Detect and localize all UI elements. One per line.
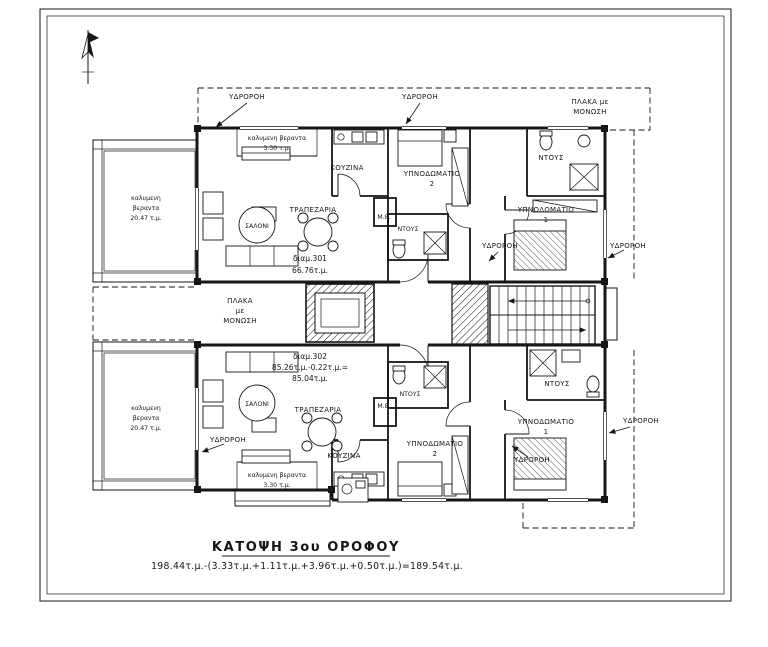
label-veranda-large-bottom-area: 20.47 τ.μ. [130,425,161,432]
label-salon-302: ΣΑΛΟΝΙ [245,401,269,408]
staircase [489,285,596,345]
salon-circles [238,206,276,422]
sheet-title: ΚΑΤΟΨΗ 3ου ΟΡΟΦΟΥ [212,540,400,555]
label-bedroom2-301-no: 2 [430,180,435,188]
label-apt302-calc: 85.26τ.μ.-0.22τ.μ.= [272,363,348,372]
label-salon-301: ΣΑΛΟΝΙ [245,223,269,230]
label-gutter-top-center: ΥΔΡΟΡΟΗ [401,93,438,101]
label-bedroom2-302-no: 2 [433,450,438,458]
label-bedroom2-302: ΥΠΝΟΔΩΜΑΤΙΟ [406,440,464,448]
label-apt301-name: διαμ.301 [293,254,327,263]
label-kitchen-302: ΚΟΥΖΙΝΑ [327,452,360,460]
title-block: ΚΑΤΟΨΗ 3ου ΟΡΟΦΟΥ 198.44τ.μ.-(3.33τ.μ.+1… [151,540,463,572]
label-gutter-right-301: ΥΔΡΟΡΟΗ [609,242,646,250]
label-gutter-bottom-center: ΥΔΡΟΡΟΗ [513,456,550,464]
label-mech-302: Μ.Ε. [377,403,390,410]
label-veranda-large-bottom-line2: βεραντα [133,415,160,422]
label-bedroom1-301-no: 1 [544,216,549,224]
label-slab-top-line2: ΜΟΝΩΣΗ [573,108,607,116]
label-shower-302-right: ΝΤΟΥΣ [544,380,569,388]
label-gutter-top-left: ΥΔΡΟΡΟΗ [228,93,265,101]
label-slab-center-line2: με [236,307,245,315]
label-shower-301-center: ΝΤΟΥΣ [398,226,419,233]
label-gutter-right-302: ΥΔΡΟΡΟΗ [622,417,659,425]
label-apt302-area: 85.04τ.μ. [292,374,328,383]
label-slab-top-line1: ΠΛΑΚΑ με [571,98,608,106]
label-veranda-large-top-line2: βεραντα [133,205,160,212]
label-veranda-large-top-line1: καλυμενη [131,195,161,202]
label-kitchen-301: ΚΟΥΖΙΝΑ [330,164,363,172]
label-dining-301: ΤΡΑΠΕΖΑΡΙΑ [289,206,337,214]
elevator-shaft [305,283,375,343]
furniture-301 [202,129,599,271]
north-arrow-icon [81,30,99,84]
slab-dashed-outlines [92,87,651,529]
doors [337,173,530,463]
label-bedroom1-302-no: 1 [544,428,549,436]
label-slab-center-line1: ΠΛΑΚΑ [227,297,253,305]
label-apt301-area: 66.76τ.μ. [292,266,328,275]
label-veranda-small-bottom-line2: 3.30 τ.μ. [263,482,290,489]
windows [194,125,608,503]
label-slab-center-line3: ΜΟΝΩΣΗ [223,317,257,325]
label-veranda-small-top-line1: καλυμενη βεραντα [248,135,306,142]
sheet-calculation: 198.44τ.μ.-(3.33τ.μ.+1.11τ.μ.+3.96τ.μ.+0… [151,561,463,572]
sheet-frame [39,8,732,602]
label-bedroom2-301: ΥΠΝΟΔΩΜΑΤΙΟ [403,170,461,178]
label-shower-301-right: ΝΤΟΥΣ [538,154,563,162]
label-gutter-left-302: ΥΔΡΟΡΟΗ [209,436,246,444]
gutter-leaders [201,102,631,458]
duct-shaft [451,283,489,345]
columns [194,125,608,503]
label-apt302-name: διαμ.302 [293,352,327,361]
furniture-302 [202,349,600,503]
label-mech-301: Μ.Ε. [377,214,390,221]
label-shower-302-center: ΝΤΟΥΣ [400,391,421,398]
label-bedroom1-302: ΥΠΝΟΔΩΜΑΤΙΟ [517,418,575,426]
label-bedroom1-301: ΥΠΝΟΔΩΜΑΤΙΟ [517,206,575,214]
label-veranda-large-bottom-line1: καλυμενη [131,405,161,412]
interior-walls-302 [331,345,605,500]
label-dining-302: ΤΡΑΠΕΖΑΡΙΑ [294,406,342,414]
label-veranda-large-top-area: 20.47 τ.μ. [130,215,161,222]
label-gutter-mid-301: ΥΔΡΟΡΟΗ [481,242,518,250]
label-veranda-small-top-line2: 3.30 τ.μ. [263,145,290,152]
label-veranda-small-bottom-line1: καλυμενη βεραντα [248,472,306,479]
